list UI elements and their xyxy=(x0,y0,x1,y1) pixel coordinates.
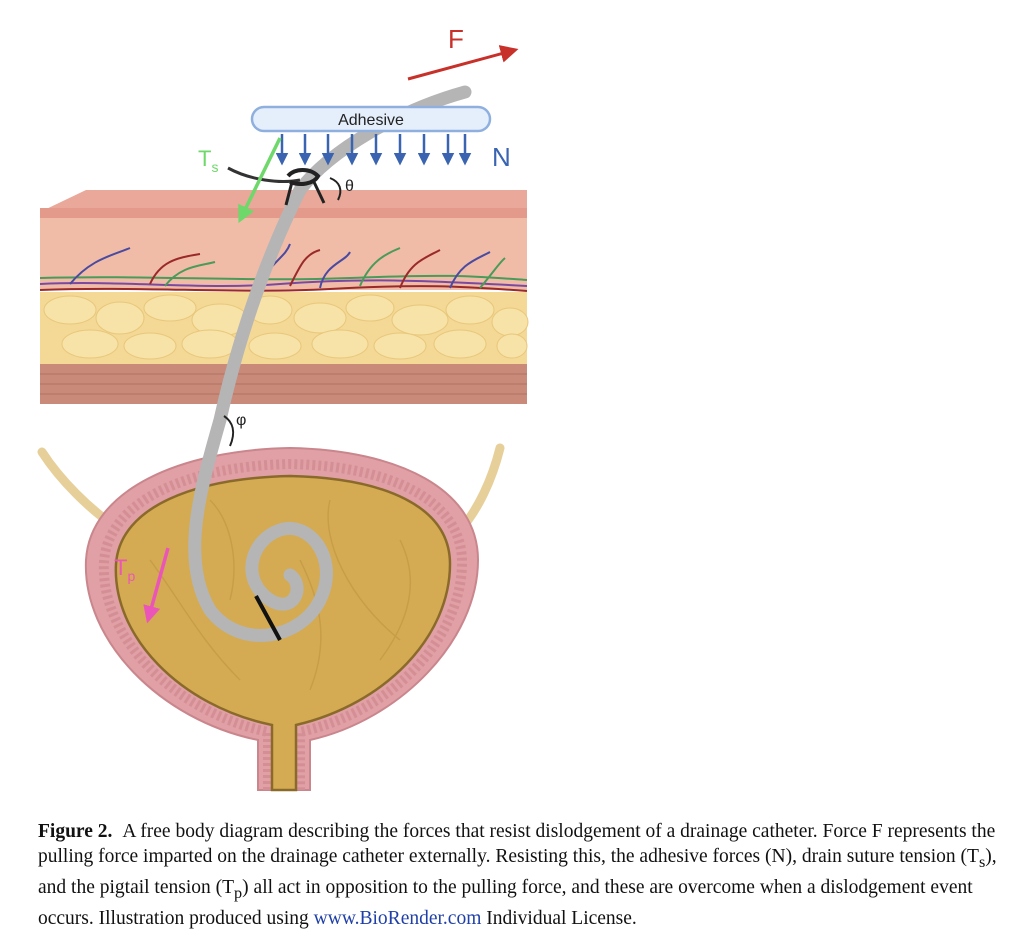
figure-caption: Figure 2.A free body diagram describing … xyxy=(38,819,1013,931)
suture xyxy=(227,166,326,206)
pigtail-tension-arrow xyxy=(143,547,170,624)
adhesive-pad: Adhesive xyxy=(250,105,492,133)
biorender-link[interactable]: www.BioRender.com xyxy=(313,907,482,929)
phi-angle-arc xyxy=(223,415,235,447)
normal-force-label: N xyxy=(492,142,511,172)
suture-tension-label: Ts xyxy=(198,146,218,175)
free-body-diagram: Adhesive N F Ts θ φ Tp xyxy=(37,24,529,792)
caption-text-2: ), and the pigtail tension (T xyxy=(38,846,997,898)
normal-force-arrows xyxy=(275,134,472,166)
theta-label: θ xyxy=(345,178,354,195)
catheter-tip-marker xyxy=(254,595,282,641)
figure-label: Figure 2. xyxy=(38,821,113,842)
caption-text-4: Individual License. xyxy=(481,907,637,929)
catheter-tube xyxy=(188,85,472,642)
caption-text-3: ) all act in opposition to the pulling f… xyxy=(38,876,973,929)
pulling-force-label: F xyxy=(448,24,464,54)
fat-lobules xyxy=(43,294,529,360)
theta-angle-arc xyxy=(329,177,342,201)
suture-tension-arrow xyxy=(238,137,282,224)
bladder-wall-texture xyxy=(98,458,468,790)
epidermis-top xyxy=(40,190,527,212)
muscle-fibers xyxy=(40,373,527,395)
caption-text-1: A free body diagram describing the force… xyxy=(38,821,996,867)
adhesive-label: Adhesive xyxy=(338,112,404,129)
caption-sub-p: p xyxy=(234,883,243,902)
caption-sub-s: s xyxy=(978,852,986,871)
bladder xyxy=(37,443,505,792)
drainage-catheter xyxy=(188,85,472,642)
suture-knot xyxy=(286,168,321,186)
phi-label: φ xyxy=(236,412,246,429)
pigtail-tension-label: Tp xyxy=(114,555,135,584)
pulling-force-arrow xyxy=(407,45,519,81)
